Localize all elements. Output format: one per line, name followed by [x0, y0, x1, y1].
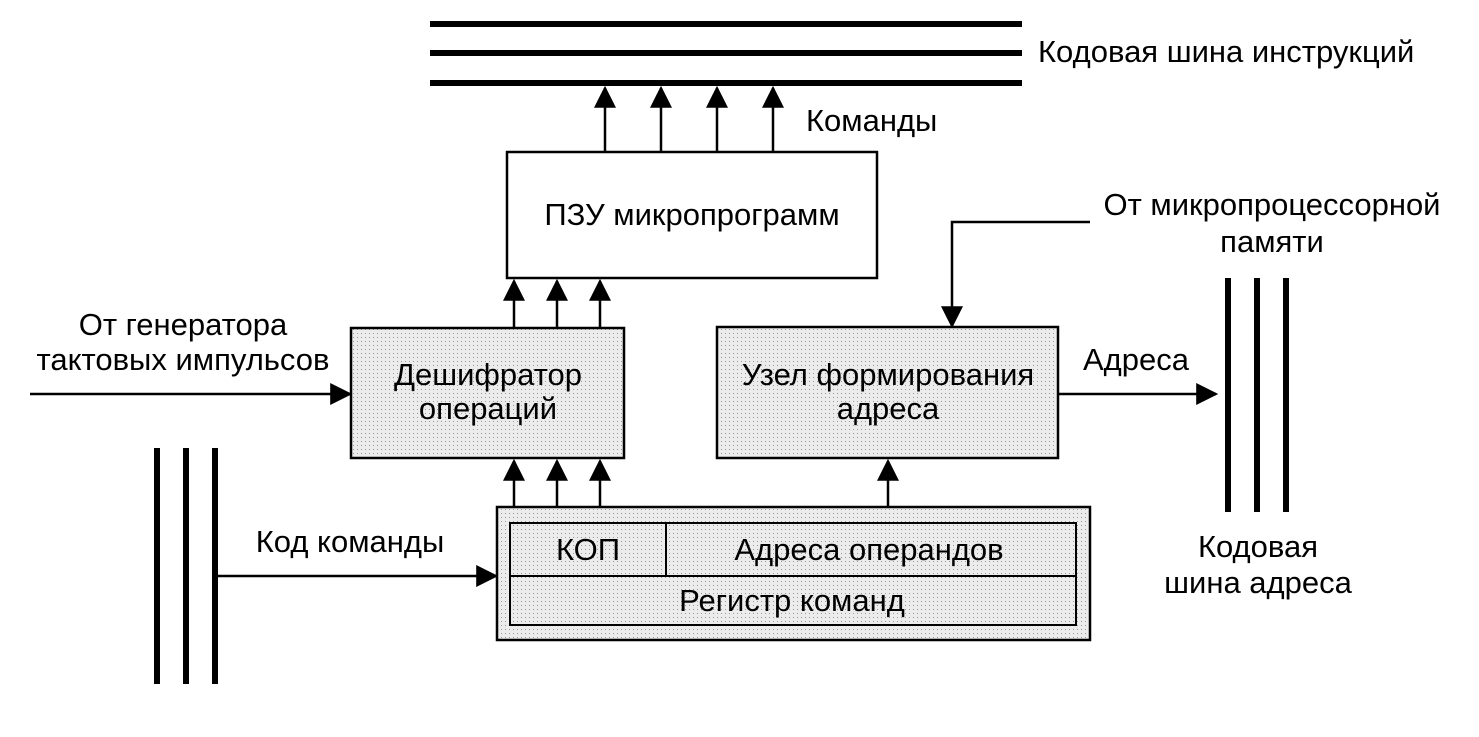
decoder-label-line2: операций: [419, 391, 557, 426]
data-bus: [154, 448, 218, 684]
instruction-bus-label: Кодовая шина инструкций: [1038, 34, 1414, 69]
instruction-register-block: [495, 505, 1092, 642]
command-code-label: Код команды: [256, 524, 445, 559]
from-clock-label-line1: От генератора: [79, 307, 288, 342]
address-unit-block: [715, 325, 1060, 460]
decoder-label-line1: Дешифратор: [394, 357, 582, 392]
address-unit-label-line1: Узел формирования: [742, 357, 1034, 392]
instruction-register-label: Регистр команд: [679, 583, 905, 618]
from-memory-label-line1: От микропроцессорной: [1103, 187, 1440, 222]
decoder-to-rom-arrows: [503, 278, 611, 328]
rom-label: ПЗУ микропрограмм: [544, 197, 839, 232]
commands-label: Команды: [806, 103, 937, 138]
addresses-label: Адреса: [1083, 342, 1190, 377]
commands-arrows: [594, 85, 784, 152]
address-unit-label-line2: адреса: [837, 391, 940, 426]
from-clock-label-line2: тактовых импульсов: [37, 342, 330, 377]
register-to-decoder-arrows: [503, 458, 611, 507]
instruction-bus: [430, 21, 1022, 86]
rom-block: [505, 150, 879, 280]
kop-field-label: КОП: [556, 532, 620, 567]
address-bus: [1225, 278, 1289, 512]
operand-addresses-field-label: Адреса операндов: [734, 532, 1003, 567]
address-bus-label-line2: шина адреса: [1164, 565, 1352, 600]
address-bus-label-line1: Кодовая: [1198, 529, 1318, 564]
from-memory-label-line2: памяти: [1220, 224, 1324, 259]
instruction-register-inner: [509, 522, 1077, 626]
memory-arrow: [941, 220, 1090, 329]
decoder-block: [349, 326, 626, 460]
